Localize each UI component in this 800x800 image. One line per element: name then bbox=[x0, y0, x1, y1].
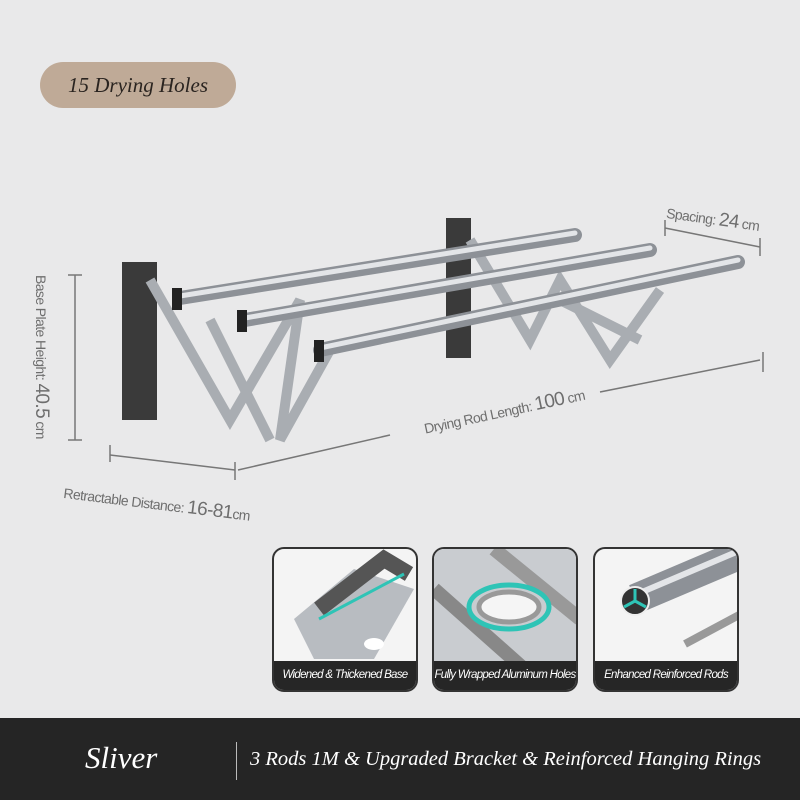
color-variant: Sliver bbox=[85, 740, 158, 775]
drying-rods bbox=[173, 228, 745, 357]
footer-bar: Sliver 3 Rods 1M & Upgraded Bracket & Re… bbox=[0, 718, 800, 800]
rod-end-caps bbox=[172, 288, 324, 362]
folding-arms bbox=[145, 237, 665, 443]
drying-holes-badge: 15 Drying Holes bbox=[40, 62, 236, 108]
reinforced-rod-icon bbox=[620, 549, 737, 648]
base-height-dimension: Base Plate Height: 40.5 cm bbox=[31, 275, 52, 439]
feature-holes: Fully Wrapped Aluminum Holes bbox=[432, 547, 578, 692]
feature-rods: Enhanced Reinforced Rods bbox=[593, 547, 739, 692]
drying-rack-illustration bbox=[68, 218, 764, 480]
feature-base: Widened & Thickened Base bbox=[272, 547, 418, 692]
divider bbox=[236, 742, 237, 780]
dimension-lines bbox=[68, 220, 764, 480]
base-plate-icon bbox=[294, 549, 414, 659]
variant-description: 3 Rods 1M & Upgraded Bracket & Reinforce… bbox=[250, 748, 762, 770]
aluminum-hole-icon bbox=[434, 549, 576, 669]
